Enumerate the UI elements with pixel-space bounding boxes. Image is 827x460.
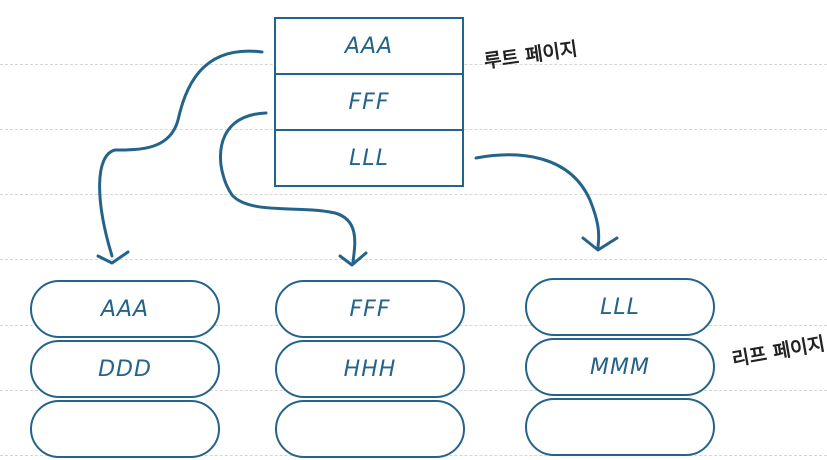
leaf-key-cell — [525, 398, 715, 456]
guide-line — [0, 194, 827, 195]
arrowhead — [338, 251, 368, 267]
leaf-key-cell — [275, 400, 465, 458]
root-key-cell: LLL — [274, 129, 464, 187]
leaf-key-cell — [30, 400, 220, 458]
key-text: MMM — [590, 354, 650, 380]
leaf-key-cell: AAA — [30, 280, 220, 338]
root-key-cell: AAA — [274, 17, 464, 75]
leaf-key-cell: DDD — [30, 340, 220, 398]
leaf-page-3: LLL MMM — [525, 278, 715, 458]
key-text: LLL — [600, 294, 640, 320]
key-text: HHH — [343, 356, 397, 382]
leaf-key-cell: HHH — [275, 340, 465, 398]
pointer-arrow-aaa — [98, 49, 264, 258]
root-page: AAA FFF LLL — [274, 17, 464, 187]
key-text: LLL — [349, 145, 389, 171]
arrowhead — [96, 250, 130, 265]
leaf-page-1: AAA DDD — [30, 280, 220, 460]
leaf-key-cell: MMM — [525, 338, 715, 396]
leaf-page-2: FFF HHH — [275, 280, 465, 460]
key-text: FFF — [349, 296, 391, 322]
key-text: DDD — [98, 356, 152, 382]
key-text: AAA — [100, 296, 150, 322]
pointer-arrow-lll — [474, 153, 601, 249]
leaf-key-cell: LLL — [525, 278, 715, 336]
arrowhead — [581, 236, 619, 252]
leaf-key-cell: FFF — [275, 280, 465, 338]
pointer-arrow-fff — [219, 111, 357, 264]
key-text: FFF — [348, 89, 390, 115]
key-text: AAA — [344, 33, 394, 59]
root-key-cell: FFF — [274, 73, 464, 131]
guide-line — [0, 259, 827, 260]
